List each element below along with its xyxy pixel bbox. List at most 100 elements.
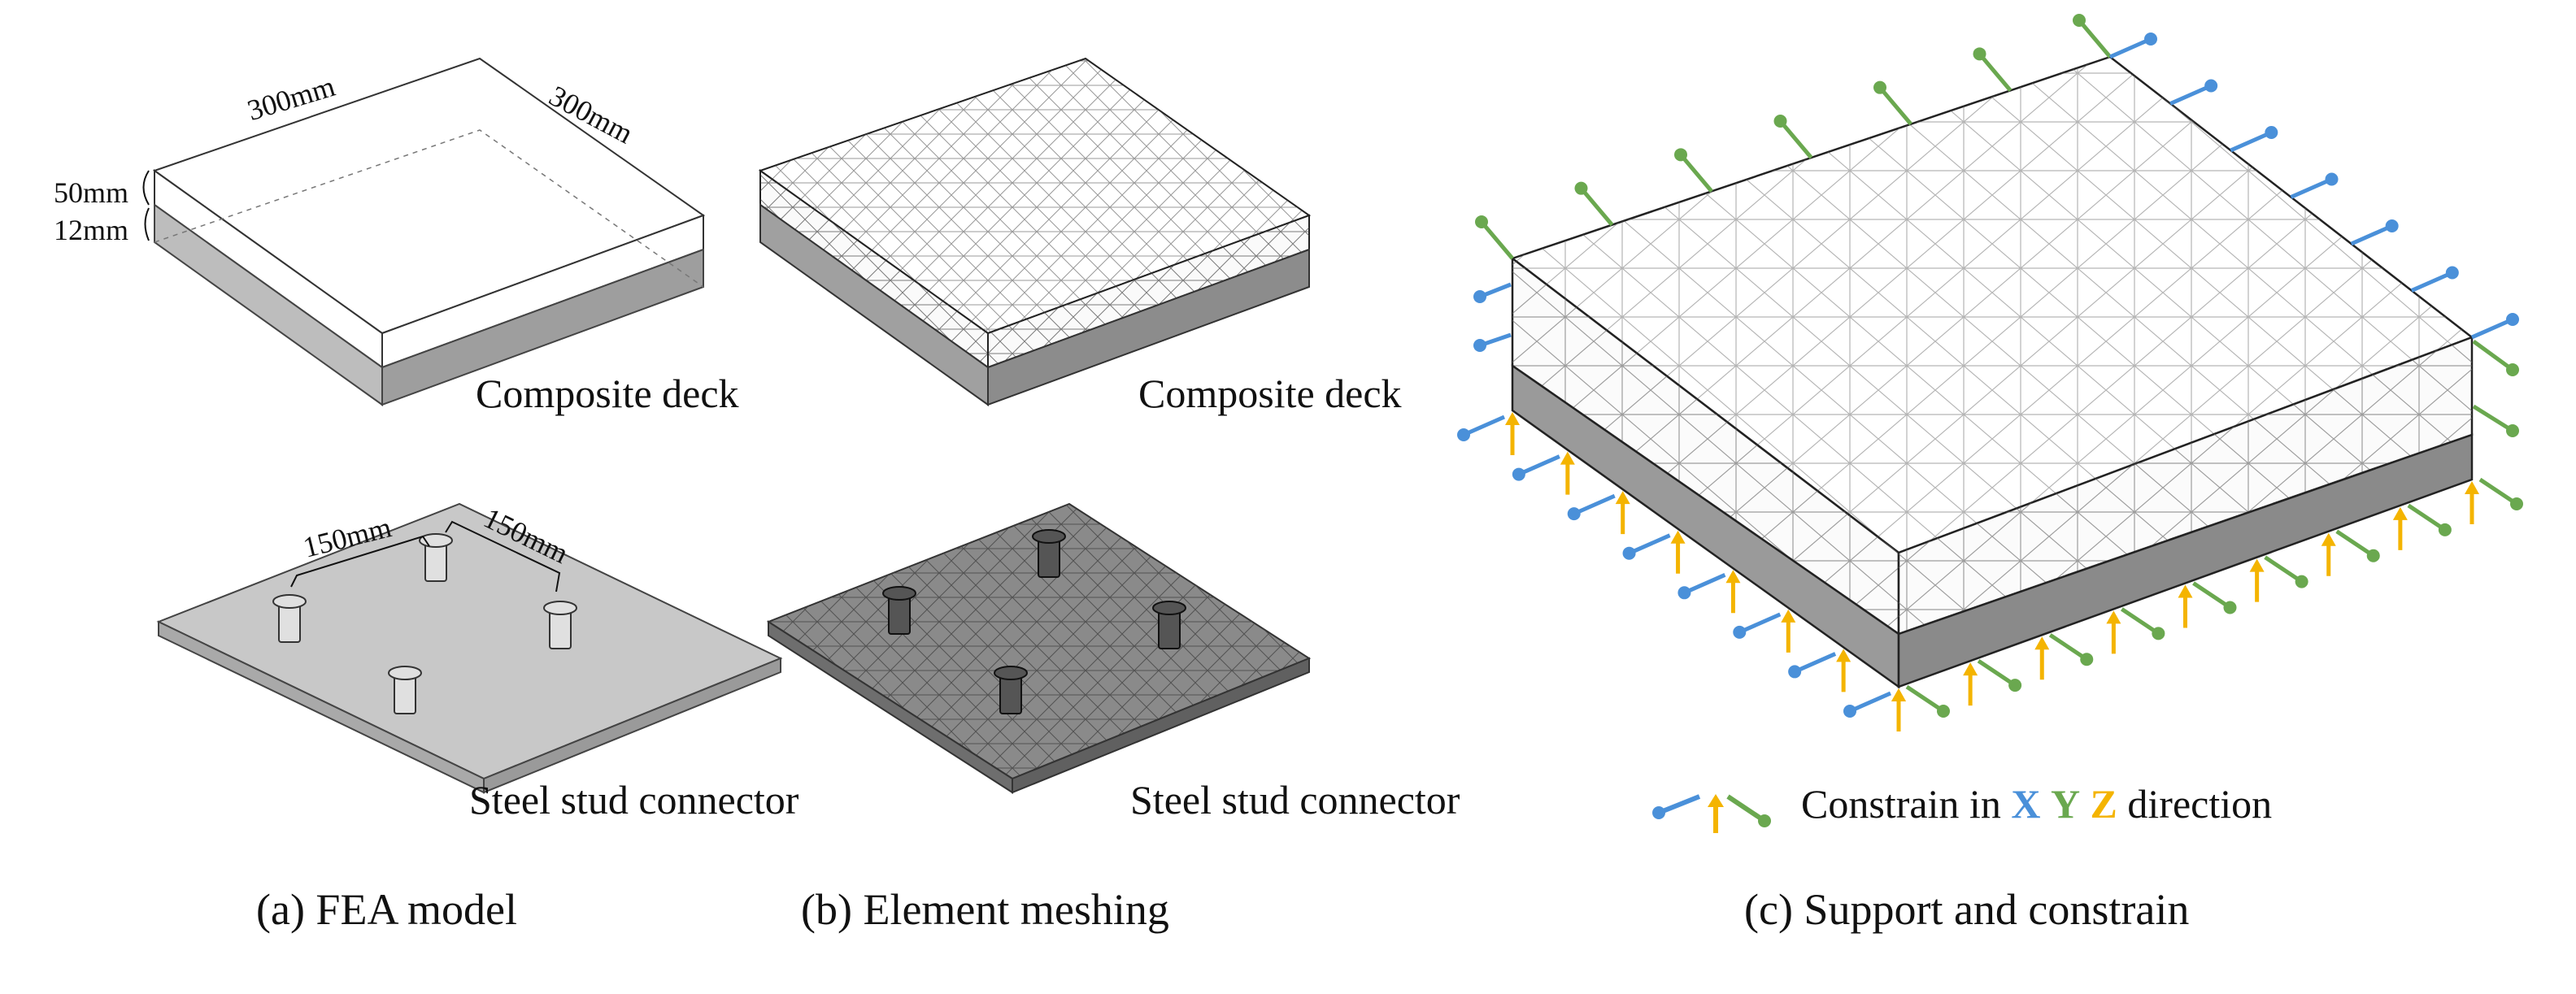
yellow-arrow-icon	[2392, 506, 2408, 520]
blue-arrow-icon	[1677, 586, 1691, 600]
deck-b-steel-side	[987, 248, 1310, 406]
blue-arrow-icon	[1733, 625, 1747, 639]
deck-a-dashed-edge	[154, 129, 704, 288]
blue-arrow-icon	[2325, 172, 2339, 186]
deck-b-front-mesh	[760, 171, 988, 367]
plate-b-mesh	[768, 504, 1309, 779]
green-arrow-icon	[1937, 705, 1950, 718]
blue-arrow-icon	[2265, 126, 2278, 139]
deck-b-label: Composite deck	[1138, 371, 1402, 416]
dim-bracket-concrete	[142, 170, 150, 206]
stud-b-2	[882, 586, 916, 635]
legend-x: X	[2011, 781, 2041, 827]
green-arrow-icon	[1574, 181, 1588, 195]
blue-arrow-icon	[1517, 454, 1560, 476]
green-arrow-icon	[1977, 659, 2017, 688]
blue-arrow-icon	[1622, 546, 1636, 560]
green-arrow-icon	[2472, 339, 2514, 372]
green-arrow-icon	[1905, 684, 1945, 714]
blue-arrow-icon	[2230, 130, 2273, 153]
green-arrow-icon	[2073, 14, 2086, 27]
deck-b-top-mesh	[760, 59, 1309, 333]
green-arrow-icon	[2080, 653, 2094, 666]
yellow-arrow-icon	[2465, 481, 2479, 494]
legend-z: Z	[2090, 781, 2117, 827]
stud-dim-line-2	[445, 520, 561, 592]
blue-arrow-icon	[1473, 339, 1486, 352]
constraint-legend: Constrain in X Y Z direction	[1801, 780, 2272, 827]
legend-yellow-arrow-icon	[1708, 794, 1724, 833]
blue-arrow-icon	[2169, 84, 2213, 106]
deck-c-side-mesh	[1899, 337, 2472, 634]
stud-dim-line-1	[290, 535, 430, 588]
green-arrow-icon	[2264, 555, 2304, 584]
stud-b-1	[1032, 529, 1066, 578]
green-arrow-icon	[2078, 19, 2112, 59]
legend-green-arrow-icon	[1726, 794, 1771, 827]
blue-arrow-icon	[1628, 533, 1671, 556]
blue-arrow-icon	[1794, 652, 1837, 674]
green-arrow-icon	[1873, 80, 1886, 94]
yellow-arrow-icon	[1505, 412, 1520, 425]
green-arrow-icon	[2472, 404, 2514, 433]
yellow-arrow-icon	[2321, 532, 2336, 546]
green-arrow-icon	[1475, 215, 1488, 228]
blue-arrow-icon	[2350, 224, 2393, 246]
plate-b-side	[1012, 657, 1310, 794]
blue-arrow-icon	[1843, 705, 1856, 718]
panel-a-deck	[142, 57, 706, 406]
yellow-arrow-icon	[2034, 636, 2050, 650]
panel-a-studs	[156, 502, 783, 794]
blue-arrow-icon	[2445, 266, 2459, 280]
blue-arrow-icon	[2204, 79, 2218, 93]
yellow-arrow-icon	[1725, 570, 1741, 584]
legend-prefix: Constrain in	[1801, 781, 2001, 827]
legend-icon-group	[1652, 794, 1771, 833]
legend-suffix: direction	[2127, 781, 2273, 827]
stud-b-label: Steel stud connector	[1130, 777, 1460, 823]
blue-arrow-icon	[2108, 37, 2152, 59]
green-arrow-icon	[1679, 153, 1713, 193]
yellow-arrow-icon	[1891, 688, 1906, 701]
green-arrow-icon	[2506, 363, 2519, 376]
green-arrow-icon	[1773, 115, 1787, 128]
constraint-arrows	[1457, 14, 2523, 731]
legend-blue-arrow-icon	[1652, 794, 1701, 819]
green-arrow-icon	[1878, 86, 1912, 126]
green-arrow-icon	[1480, 220, 1514, 260]
yellow-arrow-icon	[2249, 558, 2265, 572]
stud-b-3	[1152, 601, 1186, 649]
yellow-arrow-icon	[1560, 451, 1575, 465]
green-arrow-icon	[2295, 575, 2308, 588]
caption-b: (b) Element meshing	[801, 885, 1169, 934]
green-arrow-icon	[2510, 497, 2523, 510]
panel-b-studs	[766, 502, 1312, 794]
blue-arrow-icon	[2470, 317, 2514, 340]
panel-c-deck	[1510, 55, 2474, 689]
blue-arrow-icon	[1738, 612, 1782, 635]
blue-arrow-icon	[2385, 219, 2399, 232]
green-arrow-icon	[2048, 633, 2088, 662]
green-arrow-icon	[2407, 503, 2447, 532]
stud-a-3	[543, 601, 577, 649]
green-arrow-icon	[2223, 601, 2237, 614]
stud-a-1	[419, 533, 453, 582]
green-arrow-icon	[2008, 679, 2022, 692]
deck-c-steel-side	[1897, 433, 2474, 688]
blue-arrow-icon	[1788, 665, 1802, 679]
green-arrow-icon	[2192, 581, 2231, 610]
blue-arrow-icon	[1683, 572, 1726, 595]
green-arrow-icon	[2506, 424, 2519, 437]
blue-arrow-icon	[2144, 33, 2157, 46]
blue-arrow-icon	[1848, 691, 1892, 714]
yellow-arrow-icon	[2106, 610, 2121, 624]
plate-a-side	[483, 657, 781, 794]
panel-b-deck	[758, 57, 1312, 406]
dim-concrete-label: 50mm	[54, 176, 129, 209]
blue-arrow-icon	[1567, 507, 1581, 521]
blue-arrow-icon	[1462, 415, 1506, 437]
caption-c: (c) Support and constrain	[1744, 885, 2190, 934]
yellow-arrow-icon	[1670, 530, 1686, 544]
green-arrow-icon	[2152, 627, 2165, 640]
